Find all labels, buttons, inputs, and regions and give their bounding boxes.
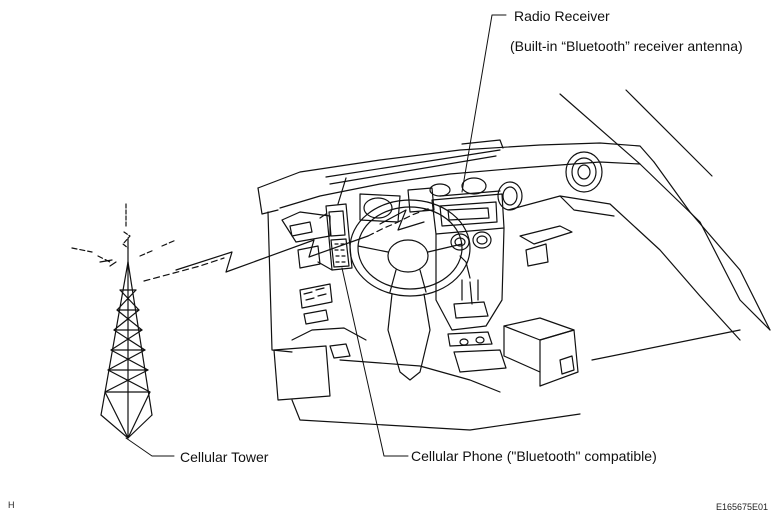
console-drawing xyxy=(291,317,741,431)
leader-lines xyxy=(125,14,507,457)
receiver-antenna-label: (Built-in “Bluetooth” receiver antenna) xyxy=(510,38,743,54)
air-vents-drawing xyxy=(497,151,741,341)
radio-receiver-leader xyxy=(461,14,507,193)
radio-receiver-label: Radio Receiver xyxy=(514,8,610,24)
cellular-tower-label: Cellular Tower xyxy=(180,449,269,465)
figure-code: E165675E01 xyxy=(716,502,769,512)
center-stack-drawing xyxy=(429,177,507,373)
corner-mark: H xyxy=(8,500,15,510)
cellular-phone-label: Cellular Phone ("Bluetooth" compatible) xyxy=(411,448,657,464)
bluetooth-signal xyxy=(143,207,431,282)
cellular-phone-leader xyxy=(341,267,409,457)
cellular-tower-leader xyxy=(125,437,175,457)
steering-wheel-drawing xyxy=(349,199,471,381)
cellular-phone-drawing xyxy=(317,177,353,271)
dashboard-drawing xyxy=(257,89,771,401)
cellular-tower xyxy=(71,203,177,439)
